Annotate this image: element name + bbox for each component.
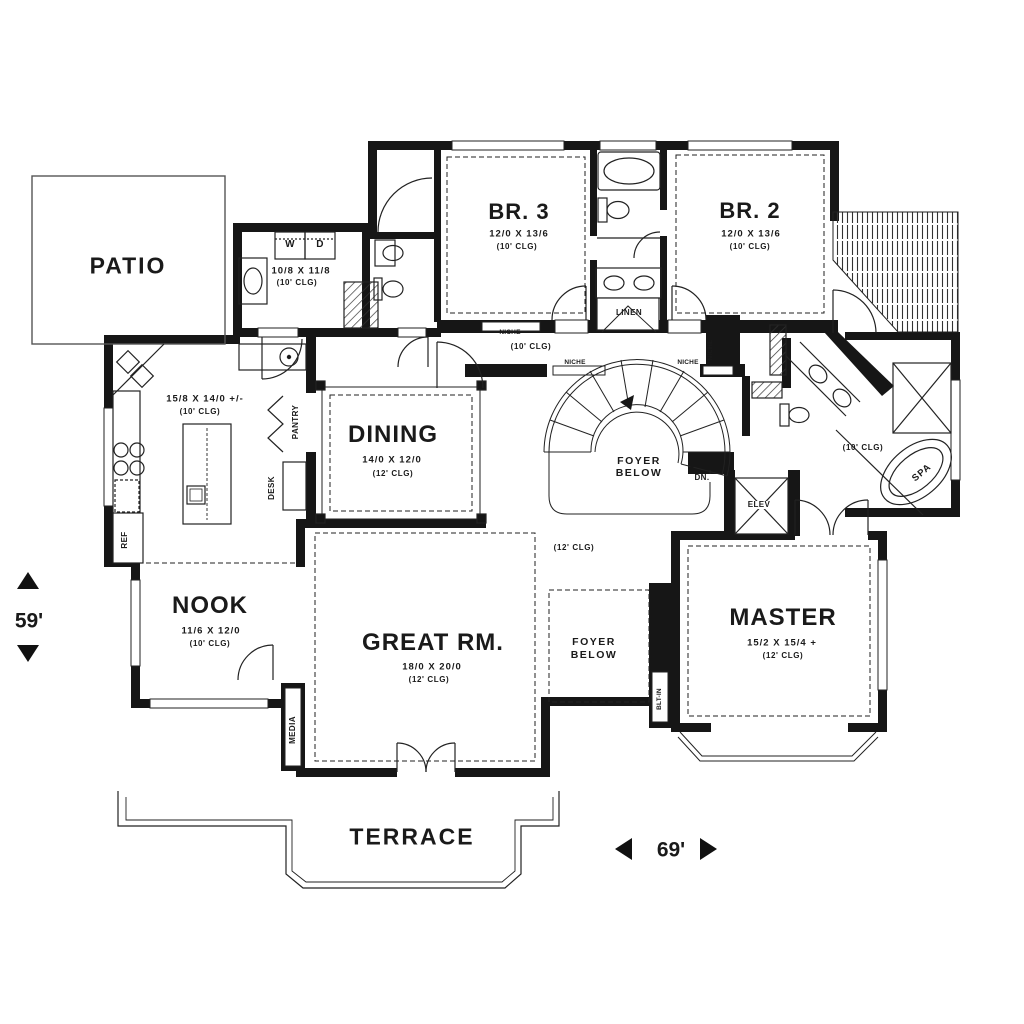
room-name-great: GREAT RM. xyxy=(362,629,504,656)
niche-label-3: NICHE xyxy=(677,358,699,366)
foyer-below-lower-line1: FOYER xyxy=(572,635,616,648)
stair-hall-clg-label: (12' CLG) xyxy=(553,543,595,552)
laundry-fixtures xyxy=(238,231,429,380)
height-dimension: 59' xyxy=(14,609,44,633)
niche-label-2: NICHE xyxy=(564,358,586,366)
room-name-master: MASTER xyxy=(729,604,837,631)
cooktop-circle xyxy=(279,347,299,367)
toilet-3 xyxy=(779,403,790,427)
height-arrow-up-icon xyxy=(17,572,39,589)
powder-bath-fixtures xyxy=(373,177,433,301)
island xyxy=(182,423,232,525)
patio-label: PATIO xyxy=(89,252,167,279)
elev-label: ELEV xyxy=(745,500,773,509)
room-clg-nook: (10' CLG) xyxy=(189,639,231,648)
kitchen-fixtures xyxy=(112,341,484,564)
dryer xyxy=(304,231,336,260)
closet-hatch xyxy=(769,324,787,376)
height-arrow-down-icon xyxy=(17,645,39,662)
room-size-dining: 14/0 X 12/0 xyxy=(362,454,422,466)
attic-stair xyxy=(343,281,379,329)
ref-label: REF xyxy=(120,531,129,549)
room-name-br2: BR. 2 xyxy=(719,198,781,223)
spiral-stair xyxy=(543,359,731,515)
room-clg-master: (12' CLG) xyxy=(762,651,804,660)
stair-direction-arrow xyxy=(620,395,634,410)
master-bay-window xyxy=(677,731,879,762)
corner-sink-counter xyxy=(112,343,165,396)
room-size-great: 18/0 X 20/0 xyxy=(402,661,462,673)
refrigerator xyxy=(112,512,144,564)
width-dimension: 69' xyxy=(656,838,686,862)
foyer-below-upper-line2: BELOW xyxy=(615,466,663,479)
washer-label: W xyxy=(285,239,295,250)
hall-clg-label: (10' CLG) xyxy=(510,342,552,351)
room-size-laundry: 10/8 X 11/8 xyxy=(271,265,331,277)
pantry-bifold xyxy=(267,395,284,453)
room-clg-dining: (12' CLG) xyxy=(372,469,414,478)
room-name-br3: BR. 3 xyxy=(488,199,550,224)
width-arrow-right-icon xyxy=(700,838,717,860)
master-bath-clg-label: (10' CLG) xyxy=(842,443,884,452)
toilet-2 xyxy=(373,277,383,301)
toilet xyxy=(597,197,608,223)
foyer-below-upper-line1: FOYER xyxy=(617,454,661,467)
niche-label-1: NICHE xyxy=(499,328,521,336)
closet-hatch-2 xyxy=(751,381,783,399)
patio-outline xyxy=(31,175,226,345)
foyer-below-lower-line2: BELOW xyxy=(570,648,618,661)
deck-hatch xyxy=(832,211,959,333)
room-clg-br3: (10' CLG) xyxy=(496,242,538,251)
room-clg-great: (12' CLG) xyxy=(408,675,450,684)
room-clg-br2: (10' CLG) xyxy=(729,242,771,251)
dryer-label: D xyxy=(316,239,324,250)
media-label: MEDIA xyxy=(288,716,297,744)
room-size-nook: 11/6 X 12/0 xyxy=(181,625,241,637)
desk-counter xyxy=(282,461,307,511)
room-name-nook: NOOK xyxy=(172,592,248,619)
room-size-br2: 12/0 X 13/6 xyxy=(721,228,781,240)
linen-label: LINEN xyxy=(616,308,642,317)
island-sink xyxy=(186,485,206,505)
hall-bath-fixtures xyxy=(595,151,662,333)
room-name-dining: DINING xyxy=(348,421,438,448)
room-size-master: 15/2 X 15/4 + xyxy=(747,637,817,649)
vanity xyxy=(595,267,662,299)
dn-label: DN. xyxy=(692,473,712,482)
shower xyxy=(892,362,952,434)
bathtub xyxy=(597,151,661,191)
master-bath-fixtures xyxy=(751,324,952,516)
burner xyxy=(113,442,129,458)
windows xyxy=(103,140,961,767)
vanity-diagonal xyxy=(785,355,847,417)
room-size-kitchen: 15/8 X 14/0 +/- xyxy=(166,393,244,405)
width-arrow-left-icon xyxy=(615,838,632,860)
spa-tub xyxy=(880,438,952,506)
desk-label: DESK xyxy=(267,476,276,500)
room-clg-kitchen: (10' CLG) xyxy=(179,407,221,416)
blt-in-label: BLT-IN xyxy=(655,688,663,710)
terrace-outline xyxy=(117,791,560,889)
dining-border xyxy=(315,380,487,524)
terrace-label: TERRACE xyxy=(349,823,475,850)
door-arcs xyxy=(237,285,877,773)
linework xyxy=(31,151,959,889)
room-size-br3: 12/0 X 13/6 xyxy=(489,228,549,240)
room-clg-laundry: (10' CLG) xyxy=(276,278,318,287)
laundry-sink xyxy=(238,257,268,305)
pantry-label: PANTRY xyxy=(291,404,300,440)
niche-label-4: NICHE xyxy=(706,339,714,361)
